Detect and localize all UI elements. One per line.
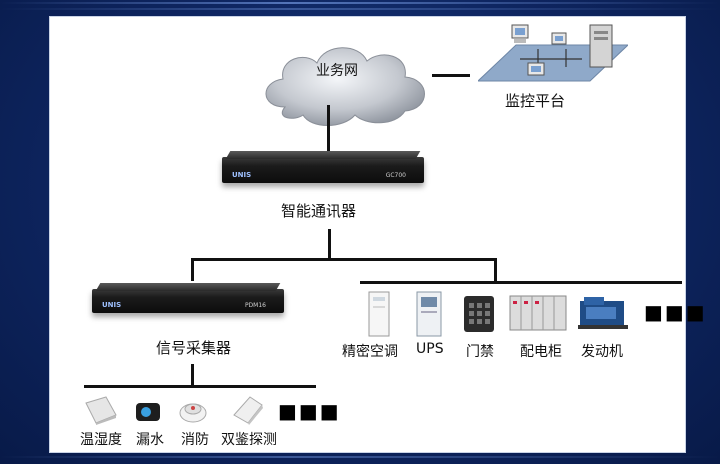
sensor-label-fire: 消防: [181, 432, 209, 448]
collector-brand: UNIS: [102, 301, 122, 309]
link-comm-branch: [328, 229, 331, 259]
sensor-bus: [84, 385, 316, 388]
ups-icon: [416, 291, 442, 337]
water-leak-sensor-icon: [136, 403, 160, 421]
equipment-bus: [360, 281, 682, 284]
access-control-icon: [464, 296, 494, 332]
equipment-label-ac: 精密空调: [342, 344, 398, 360]
sensor-label-temp-humidity: 温湿度: [80, 432, 122, 448]
diagram-panel: 业务网 监控平台 UNIS GC700 智能通讯器 UNIS PDM16: [50, 17, 705, 452]
link-collector-sensors: [191, 364, 194, 386]
distribution-cabinet-icon: [509, 295, 567, 331]
dual-detector-icon: [233, 396, 263, 425]
equipment-label-generator: 发动机: [581, 344, 623, 360]
comm-label: 智能通讯器: [281, 202, 357, 220]
monitoring-workstations-icon: [478, 24, 628, 82]
more-equipment-indicator: ■■■: [644, 300, 707, 324]
smoke-detector-icon: [179, 403, 207, 423]
branch-to-equipment: [494, 258, 497, 282]
cloud-icon: [265, 47, 425, 126]
equipment-label-ups: UPS: [416, 341, 444, 357]
more-sensors-indicator: ■■■: [278, 399, 341, 423]
equipment-label-access: 门禁: [466, 344, 494, 360]
collector-label: 信号采集器: [156, 339, 232, 357]
sensor-label-water-leak: 漏水: [136, 432, 164, 448]
comm-model: GC700: [385, 172, 406, 179]
signal-collector-device: UNIS PDM16: [92, 283, 284, 313]
link-network-comm: [327, 105, 330, 157]
temp-humidity-sensor-icon: [85, 396, 117, 425]
branch-horizontal: [191, 258, 496, 261]
link-network-monitor: [432, 74, 470, 77]
comm-brand: UNIS: [232, 171, 252, 179]
network-label: 业务网: [316, 63, 358, 79]
sensor-label-dual-detector: 双鉴探测: [221, 432, 277, 448]
smart-communicator-device: UNIS GC700: [222, 151, 424, 183]
branch-to-collector: [191, 258, 194, 281]
monitor-label: 监控平台: [505, 92, 566, 110]
equipment-label-cabinet: 配电柜: [520, 344, 562, 360]
generator-icon: [578, 297, 628, 329]
precision-ac-icon: [368, 291, 390, 337]
collector-model: PDM16: [244, 302, 266, 309]
